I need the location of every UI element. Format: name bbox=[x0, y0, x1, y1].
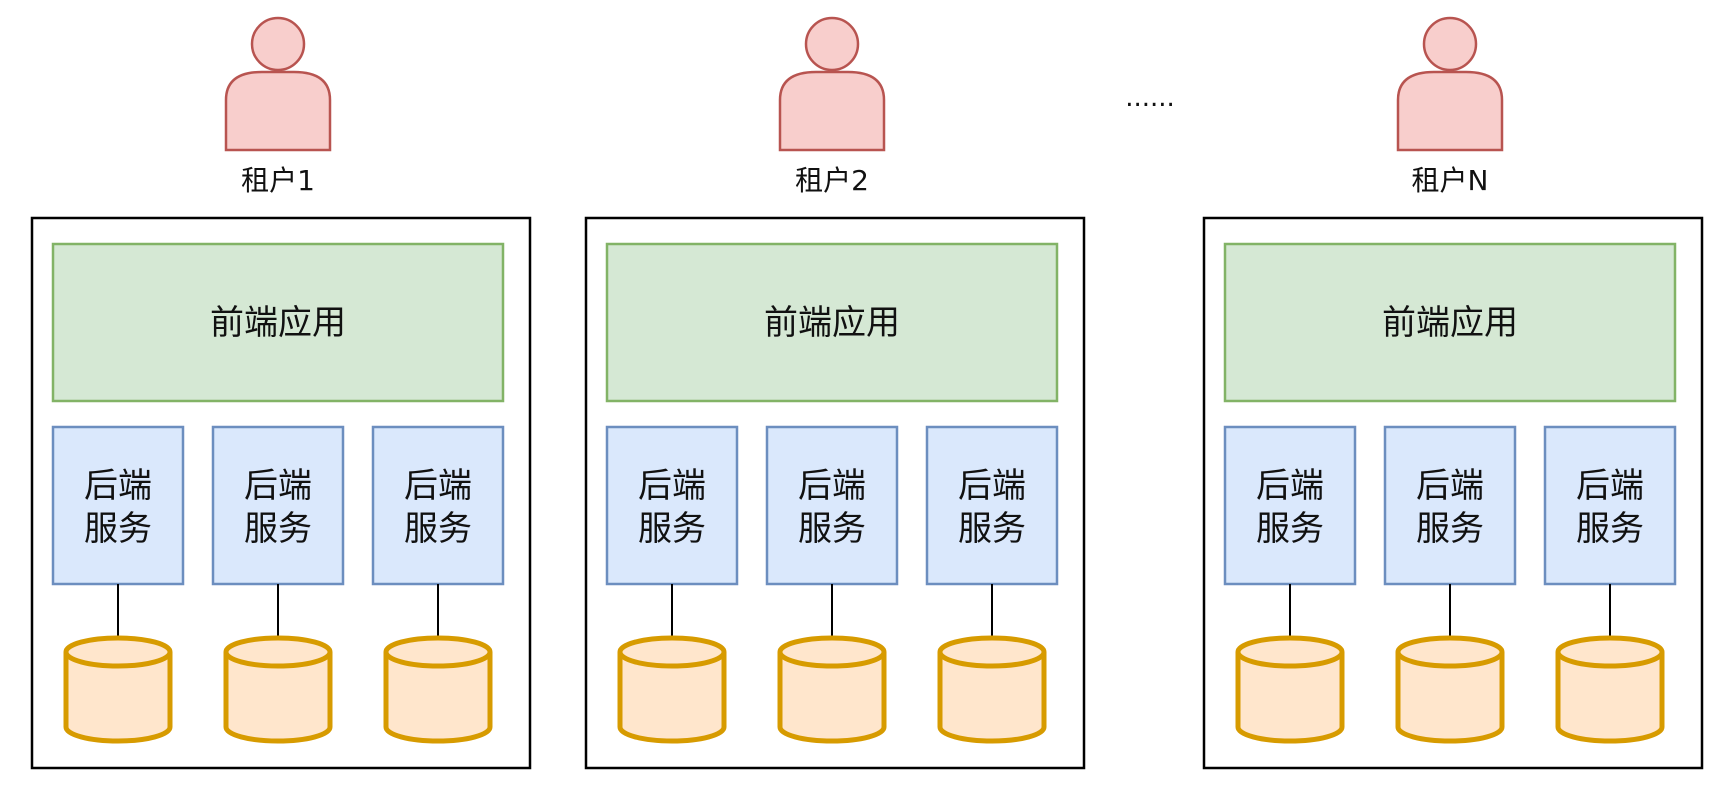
database-icon bbox=[63, 635, 173, 744]
backend-label-line1: 后端 bbox=[798, 466, 866, 506]
user-icon bbox=[1396, 16, 1504, 152]
database-icon bbox=[617, 635, 727, 744]
user-icon bbox=[778, 16, 886, 152]
backend-label-line2: 服务 bbox=[1256, 509, 1324, 549]
backend-label-line2: 服务 bbox=[958, 509, 1026, 549]
frontend-box bbox=[51, 242, 505, 403]
tenant-label: 租户1 bbox=[241, 164, 315, 197]
backend-label-line2: 服务 bbox=[1576, 509, 1644, 549]
frontend-label: 前端应用 bbox=[1382, 303, 1518, 343]
backend-service-box bbox=[1543, 425, 1677, 586]
tenant-group-n: 租户N 前端应用 后端 服务 后端 服务 后端 服务 bbox=[1202, 16, 1704, 770]
backend-service-box bbox=[605, 425, 739, 586]
frontend-label: 前端应用 bbox=[764, 303, 900, 343]
backend-label-line2: 服务 bbox=[404, 509, 472, 549]
backend-service-box bbox=[211, 425, 345, 586]
backend-label-line2: 服务 bbox=[84, 509, 152, 549]
backend-label-line1: 后端 bbox=[1576, 466, 1644, 506]
backend-service-box bbox=[1383, 425, 1517, 586]
frontend-box bbox=[1223, 242, 1677, 403]
database-icon bbox=[383, 635, 493, 744]
tenant-container bbox=[1202, 216, 1704, 770]
frontend-label: 前端应用 bbox=[210, 303, 346, 343]
tenant-label: 租户2 bbox=[795, 164, 869, 197]
backend-label-line1: 后端 bbox=[244, 466, 312, 506]
database-icon bbox=[777, 635, 887, 744]
tenant-label: 租户N bbox=[1412, 164, 1489, 197]
backend-label-line1: 后端 bbox=[404, 466, 472, 506]
database-icon bbox=[223, 635, 333, 744]
ellipsis-label: ...... bbox=[1125, 83, 1175, 113]
backend-label-line2: 服务 bbox=[798, 509, 866, 549]
backend-service-box bbox=[925, 425, 1059, 586]
tenant-container bbox=[584, 216, 1086, 770]
user-icon bbox=[224, 16, 332, 152]
tenant-container bbox=[30, 216, 532, 770]
backend-label-line2: 服务 bbox=[244, 509, 312, 549]
backend-label-line2: 服务 bbox=[1416, 509, 1484, 549]
tenant-group-1: 租户1 前端应用 后端 服务 后端 服务 后端 服务 bbox=[30, 16, 532, 770]
database-icon bbox=[1395, 635, 1505, 744]
database-icon bbox=[937, 635, 1047, 744]
backend-label-line1: 后端 bbox=[1416, 466, 1484, 506]
database-icon bbox=[1555, 635, 1665, 744]
database-icon bbox=[1235, 635, 1345, 744]
tenant-group-2: 租户2 前端应用 后端 服务 后端 服务 后端 服务 bbox=[584, 16, 1086, 770]
backend-label-line1: 后端 bbox=[958, 466, 1026, 506]
backend-service-box bbox=[371, 425, 505, 586]
backend-service-box bbox=[51, 425, 185, 586]
backend-service-box bbox=[1223, 425, 1357, 586]
backend-label-line2: 服务 bbox=[638, 509, 706, 549]
frontend-box bbox=[605, 242, 1059, 403]
backend-label-line1: 后端 bbox=[638, 466, 706, 506]
backend-label-line1: 后端 bbox=[1256, 466, 1324, 506]
backend-label-line1: 后端 bbox=[84, 466, 152, 506]
backend-service-box bbox=[765, 425, 899, 586]
